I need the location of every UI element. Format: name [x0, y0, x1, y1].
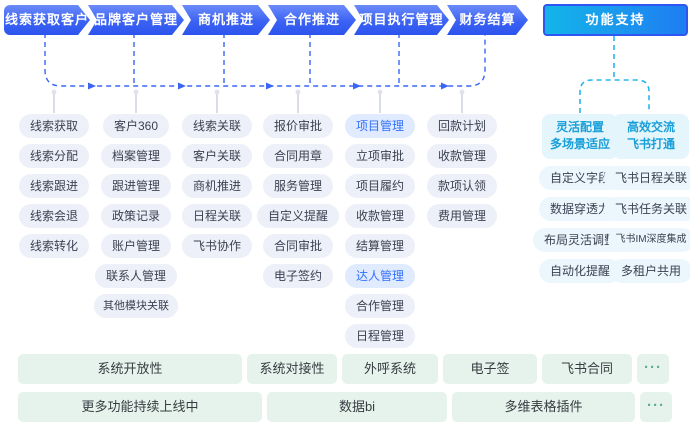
flow-connector-line [44, 33, 486, 87]
feature-pill: 结算管理 [344, 234, 415, 258]
support-feature-pill: 飞书日程关联 [603, 165, 690, 190]
flow-step-opportunity: 商机推进 [182, 5, 270, 35]
feature-pill: 政策记录 [100, 204, 171, 228]
arrow-right-icon [178, 82, 186, 90]
more-ellipsis-icon: ··· [637, 354, 669, 384]
column-cooperation: 报价审批合同用章服务管理自定义提醒合同审批电子签约 [238, 114, 358, 288]
bottom-capability-row-1: 系统开放性系统对接性外呼系统电子签飞书合同··· [18, 354, 669, 384]
support-group-header: 灵活配置多场景适应 [541, 114, 618, 159]
bottom-capability-box: 外呼系统 [342, 354, 438, 384]
feature-pill: 合同审批 [262, 234, 333, 258]
feature-pill: 收款管理 [426, 144, 497, 168]
column-stub-lines [53, 93, 463, 113]
feature-pill: 线索转化 [18, 234, 89, 258]
flow-step-brand-customer: 品牌客户管理 [88, 5, 184, 35]
support-connector-line [579, 79, 650, 113]
column-project-execution: 项目管理立项审批项目履约收款管理结算管理达人管理合作管理日程管理 [320, 114, 440, 348]
feature-pill: 服务管理 [262, 174, 333, 198]
feature-pill: 立项审批 [344, 144, 415, 168]
feature-pill: 项目履约 [344, 174, 415, 198]
feature-pill: 飞书协作 [181, 234, 252, 258]
arrow-right-icon [266, 82, 274, 90]
bottom-capability-box: 电子签 [443, 354, 537, 384]
feature-pill: 客户360 [102, 114, 170, 138]
column-stub-dots [51, 89, 465, 95]
flow-step-lead-acquisition: 线索获取客户 [4, 5, 90, 35]
bottom-capability-box: 更多功能持续上线中 [18, 392, 262, 422]
feature-pill: 其他模块关联 [94, 294, 178, 318]
support-feature-pill: 飞书任务关联 [603, 196, 690, 221]
function-support-button: 功能支持 [543, 4, 688, 36]
feature-pill: 报价审批 [262, 114, 333, 138]
feature-pill: 费用管理 [426, 204, 497, 228]
feature-pill: 日程关联 [181, 204, 252, 228]
feature-pill: 联系人管理 [94, 264, 177, 288]
arrow-right-icon [441, 82, 449, 90]
feature-pill: 日程管理 [344, 324, 415, 348]
feature-pill: 线索跟进 [18, 174, 89, 198]
flow-step-finance-settlement: 财务结算 [447, 5, 528, 35]
feature-pill: 跟进管理 [100, 174, 171, 198]
feature-pill: 合同用章 [262, 144, 333, 168]
feature-pill: 账户管理 [100, 234, 171, 258]
feature-pill: 回款计划 [426, 114, 497, 138]
bottom-capability-box: 系统开放性 [18, 354, 242, 384]
bottom-capability-box: 系统对接性 [247, 354, 337, 384]
feature-pill: 线索分配 [18, 144, 89, 168]
arrow-right-icon [88, 82, 96, 90]
support-group-feishu-integration: 高效交流飞书打通飞书日程关联飞书任务关联飞书IM深度集成多租户共用 [603, 114, 690, 283]
column-brand-customer: 客户360 档案管理跟进管理政策记录账户管理联系人管理其他模块关联 [76, 114, 196, 318]
column-finance-settlement: 回款计划收款管理款项认领费用管理 [402, 114, 522, 228]
feature-pill: 收款管理 [344, 204, 415, 228]
feature-pill: 商机推进 [181, 174, 252, 198]
column-opportunity: 线索关联客户关联商机推进日程关联飞书协作 [157, 114, 277, 258]
feature-pill: 线索获取 [18, 114, 89, 138]
feature-pill-highlighted: 达人管理 [344, 264, 415, 288]
column-lead-acquisition: 线索获取线索分配线索跟进线索会退线索转化 [0, 114, 114, 258]
feature-pill: 线索关联 [181, 114, 252, 138]
support-feature-pill: 自动化提醒 [538, 258, 622, 283]
flow-step-project-execution: 项目执行管理 [354, 5, 449, 35]
support-feature-pill: 多租户共用 [609, 258, 690, 283]
bottom-capability-box: 数据bi [267, 392, 447, 422]
support-feature-pill: 飞书IM深度集成 [608, 227, 690, 252]
feature-pill-highlighted: 项目管理 [344, 114, 415, 138]
bottom-capability-box: 飞书合同 [542, 354, 632, 384]
feature-pill: 客户关联 [181, 144, 252, 168]
feature-pill: 线索会退 [18, 204, 89, 228]
support-group-header: 高效交流飞书打通 [612, 114, 689, 159]
feature-pill: 自定义提醒 [256, 204, 339, 228]
flow-step-cooperation: 合作推进 [268, 5, 356, 35]
bottom-capability-box: 多维表格插件 [452, 392, 635, 422]
arrow-right-icon [353, 82, 361, 90]
feature-pill: 电子签约 [262, 264, 333, 288]
feature-pill: 款项认领 [426, 174, 497, 198]
feature-pill: 档案管理 [100, 144, 171, 168]
more-ellipsis-icon: ··· [640, 392, 672, 422]
feature-pill: 合作管理 [344, 294, 415, 318]
